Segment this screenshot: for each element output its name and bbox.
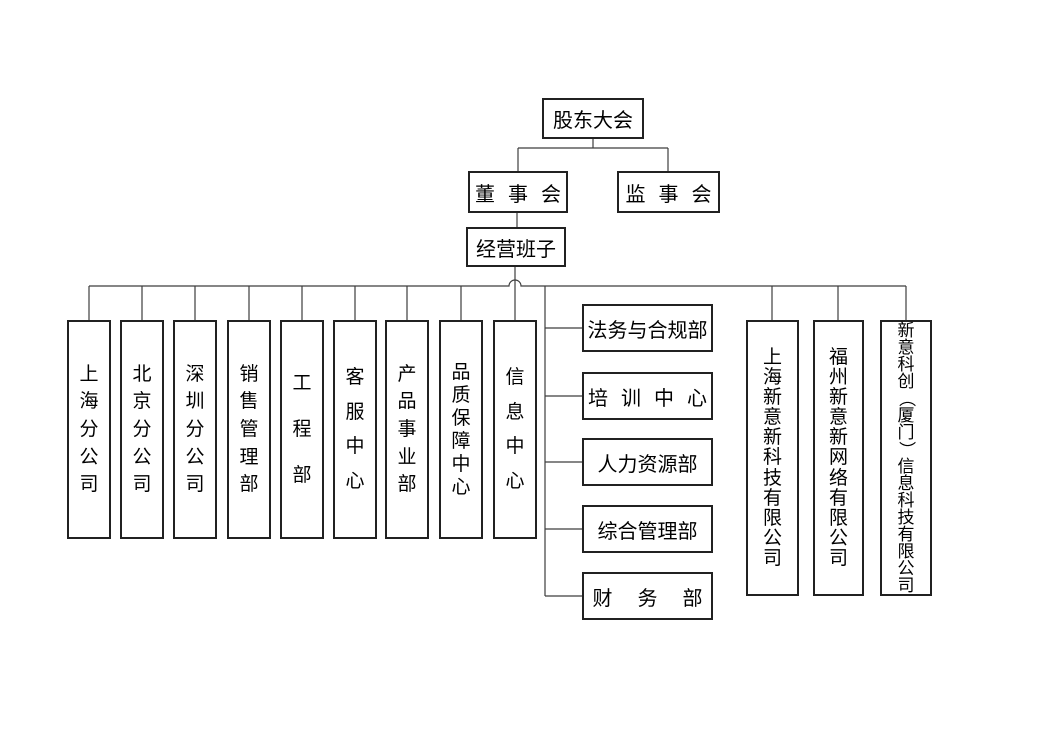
trunk-line-with-hop bbox=[89, 279, 906, 287]
dept-label: 销售管理部 bbox=[239, 363, 259, 496]
dept-label: 信息中心 bbox=[505, 367, 525, 492]
dept-label: 客服中心 bbox=[345, 367, 365, 492]
subsidiary-drop-lines bbox=[771, 286, 907, 320]
dept-label: 北京分公司 bbox=[132, 363, 152, 496]
dept-label: 深圳分公司 bbox=[185, 363, 205, 496]
func-legal-compliance: 法务与合规部 bbox=[582, 304, 713, 352]
dept-sales-management: 销售管理部 bbox=[227, 320, 271, 539]
department-drop-lines bbox=[88, 286, 462, 320]
dept-shenzhen-branch: 深圳分公司 bbox=[173, 320, 217, 539]
dept-customer-service-center: 客服中心 bbox=[333, 320, 377, 539]
node-supervisory-board: 监 事 会 bbox=[617, 171, 720, 213]
subsidiary-label: 福州新意新网络有限公司 bbox=[828, 346, 848, 570]
dept-label: 产品事业部 bbox=[397, 363, 417, 496]
node-management-team: 经营班子 bbox=[466, 227, 566, 267]
subsidiary-label: 新意科创（厦门）信息科技有限公司 bbox=[896, 321, 916, 595]
subsidiary-label: 上海新意新科技有限公司 bbox=[762, 346, 782, 570]
func-training-center: 培 训 中 心 bbox=[582, 372, 713, 420]
func-finance: 财 务 部 bbox=[582, 572, 713, 620]
dept-shanghai-branch: 上海分公司 bbox=[67, 320, 111, 539]
node-board-of-directors: 董 事 会 bbox=[468, 171, 568, 213]
func-general-administration: 综合管理部 bbox=[582, 505, 713, 553]
subsidiary-fuzhou-xinyixin-network: 福州新意新网络有限公司 bbox=[813, 320, 864, 596]
subsidiary-shanghai-xinyixin-technology: 上海新意新科技有限公司 bbox=[746, 320, 799, 596]
dept-information-center: 信息中心 bbox=[493, 320, 537, 539]
dept-label: 工程部 bbox=[292, 373, 312, 486]
dept-label: 上海分公司 bbox=[79, 363, 99, 496]
func-human-resources: 人力资源部 bbox=[582, 438, 713, 486]
top-connectors bbox=[516, 139, 669, 227]
dept-quality-assurance-center: 品质保障中心 bbox=[439, 320, 483, 539]
dept-product-division: 产品事业部 bbox=[385, 320, 429, 539]
subsidiary-xinyi-kechuang-xiamen: 新意科创（厦门）信息科技有限公司 bbox=[880, 320, 932, 596]
dept-beijing-branch: 北京分公司 bbox=[120, 320, 164, 539]
dept-label: 品质保障中心 bbox=[451, 361, 471, 498]
node-shareholders-meeting: 股东大会 bbox=[542, 98, 644, 139]
function-stub-lines bbox=[545, 327, 582, 597]
dept-engineering: 工程部 bbox=[280, 320, 324, 539]
